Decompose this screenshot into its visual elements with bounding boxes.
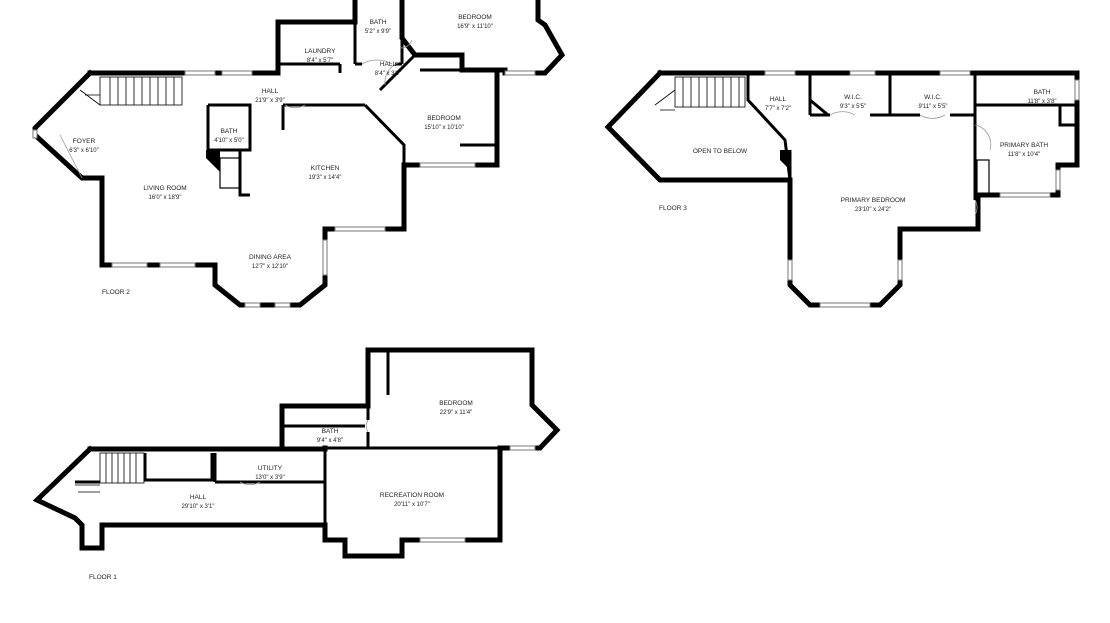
- floor-3-room-labels: HALL 7'7" x 7'2" W.I.C. 9'3" x 5'5" W.I.…: [693, 89, 1057, 213]
- room-name-utility: UTILITY: [258, 465, 283, 472]
- room-dim-f1-bedroom: 22'9" x 11'4": [440, 410, 472, 416]
- floor-3-outer-wall: [604, 69, 1080, 308]
- room-dim-f3-bath: 11'8" x 3'8": [1027, 99, 1056, 105]
- room-name-living: LIVING ROOM: [143, 185, 186, 192]
- floor-3-fireplace-hearth: [976, 159, 990, 196]
- floor-2-windows: [32, 70, 536, 308]
- room-dim-primary-bath: 11'8" x 10'4": [1008, 152, 1040, 158]
- room-dim-f1-bath: 9'4" x 4'8": [317, 438, 343, 444]
- room-name-laundry: LAUNDRY: [305, 48, 337, 55]
- room-name-primary-bath: PRIMARY BATH: [1000, 142, 1048, 149]
- room-dim-dining: 12'7" x 12'10": [252, 264, 288, 270]
- room-name-hall-main: HALL: [262, 88, 279, 95]
- floor-3-interior-walls: [746, 73, 1077, 200]
- floor-2-fireplace: [206, 150, 220, 172]
- room-dim-f3-hall: 7'7" x 7'2": [765, 106, 791, 112]
- room-name-f1-hall: HALL: [190, 494, 207, 501]
- room-name-hall-small: HALL: [380, 61, 397, 68]
- floor-1-interior-walls: [75, 350, 500, 527]
- room-dim-recreation: 20'11" x 10'7": [394, 502, 430, 508]
- room-dim-primary-bedroom: 23'10" x 24'2": [855, 207, 891, 213]
- room-name-f3-bath: BATH: [1034, 89, 1051, 96]
- room-dim-bedroom-top: 16'9" x 11'10": [457, 24, 493, 30]
- floor-1-stairs: [75, 452, 145, 493]
- room-dim-wic-2: 9'11" x 5'5": [918, 104, 947, 110]
- floor-2-bedroom-bay: [494, 0, 566, 76]
- room-dim-kitchen: 19'3" x 14'4": [309, 175, 342, 181]
- room-dim-bath-mid: 4'10" x 5'0": [214, 138, 244, 144]
- room-name-bath-top: BATH: [370, 19, 387, 26]
- room-dim-foyer: 6'3" x 6'10": [69, 148, 99, 154]
- room-name-f3-hall: HALL: [770, 96, 787, 103]
- floor-3-label: FLOOR 3: [659, 205, 687, 212]
- room-name-wic-2: W.I.C.: [924, 94, 942, 101]
- floor-3-stairs: [654, 76, 746, 111]
- room-name-bath-mid: BATH: [221, 128, 238, 135]
- floor-2-room-labels: BATH 5'2" x 9'9" BEDROOM 16'9" x 11'10" …: [69, 14, 493, 270]
- floor-3-windows: [764, 70, 1080, 308]
- floor-2-interior-walls: [206, 22, 497, 197]
- floor-3-doors: [829, 111, 992, 216]
- floor-1-doors: [239, 419, 369, 486]
- floor-1-plan: BEDROOM 22'9" x 11'4" BATH 9'4" x 4'8" U…: [32, 347, 561, 581]
- room-name-f1-bath: BATH: [322, 428, 339, 435]
- room-dim-bedroom-mid: 15'10" x 10'10": [424, 125, 464, 131]
- floor-2-doors: [59, 39, 413, 179]
- room-dim-f1-hall: 29'10" x 3'1": [182, 504, 215, 510]
- room-name-wic-1: W.I.C.: [844, 94, 862, 101]
- room-name-recreation: RECREATION ROOM: [380, 492, 444, 499]
- room-dim-laundry: 8'4" x 5'7": [307, 58, 333, 64]
- floor-1-room-labels: BEDROOM 22'9" x 11'4" BATH 9'4" x 4'8" U…: [182, 400, 473, 510]
- room-dim-living: 16'0" x 18'9": [149, 195, 182, 201]
- room-name-open-to-below: OPEN TO BELOW: [693, 148, 748, 155]
- room-dim-hall-main: 21'9" x 3'9": [255, 98, 285, 104]
- room-dim-wic-1: 9'3" x 5'5": [840, 104, 866, 110]
- room-dim-utility: 13'0" x 3'9": [255, 475, 285, 481]
- floor-1-label: FLOOR 1: [89, 574, 117, 581]
- room-name-bedroom-top: BEDROOM: [458, 14, 492, 21]
- room-name-dining: DINING AREA: [249, 254, 292, 261]
- room-name-kitchen: KITCHEN: [311, 165, 340, 172]
- room-name-bedroom-mid: BEDROOM: [427, 115, 461, 122]
- floor-2-plan: BATH 5'2" x 9'9" BEDROOM 16'9" x 11'10" …: [32, 0, 566, 308]
- floor-2-fireplace-hearth: [219, 157, 241, 189]
- floor-2-label: FLOOR 2: [102, 289, 130, 296]
- floor-3-plan: HALL 7'7" x 7'2" W.I.C. 9'3" x 5'5" W.I.…: [604, 69, 1080, 308]
- room-dim-hall-small: 8'4" x 3'6": [375, 71, 401, 77]
- floor-3-fireplace: [780, 150, 790, 170]
- floor-2-stairs: [79, 76, 183, 106]
- room-dim-bath-top: 5'2" x 9'9": [365, 29, 391, 35]
- room-name-primary-bedroom: PRIMARY BEDROOM: [841, 197, 906, 204]
- room-name-foyer: FOYER: [73, 138, 96, 145]
- room-name-f1-bedroom: BEDROOM: [439, 400, 473, 407]
- floor-1-windows: [419, 445, 536, 543]
